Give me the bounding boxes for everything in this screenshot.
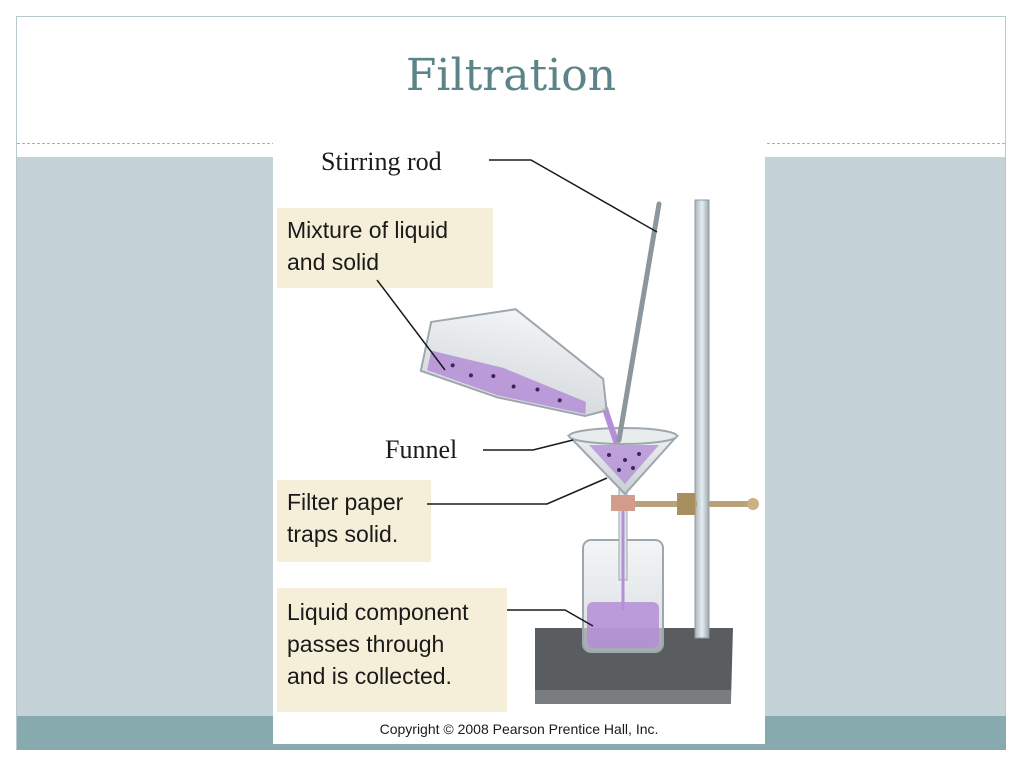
stand-pole (694, 199, 710, 639)
stand-base-edge (535, 690, 731, 704)
funnel-collar (611, 495, 635, 511)
callout-filter (427, 477, 608, 505)
label-liquid-line1: Liquid component (287, 599, 469, 625)
background-band-right (765, 157, 1005, 717)
copyright: Copyright © 2008 Pearson Prentice Hall, … (380, 721, 659, 737)
label-stirring-rod: Stirring rod (321, 147, 442, 176)
callout-liquid (507, 609, 594, 627)
label-filter-line1: Filter paper (287, 489, 404, 515)
filtration-diagram: Stirring rod Mixture of liquid and solid… (277, 147, 759, 737)
callout-mixture (376, 279, 446, 371)
label-mixture-line1: Mixture of liquid (287, 217, 448, 243)
clamp-block (677, 493, 695, 515)
label-box-liquid (277, 588, 507, 712)
slide-title: Filtration (405, 50, 617, 101)
stirring-rod (616, 201, 662, 443)
label-box-filter (277, 480, 431, 562)
clamp-arm (623, 501, 697, 507)
filtration-figure: Stirring rod Mixture of liquid and solid… (273, 140, 765, 744)
label-funnel: Funnel (385, 435, 457, 464)
label-liquid-line2: passes through (287, 631, 444, 657)
flask-mixture (427, 350, 586, 415)
clamp-knob (747, 498, 759, 510)
clamp-screw (709, 501, 749, 507)
callout-funnel (483, 439, 574, 451)
label-box-mixture (277, 208, 493, 288)
funnel-contents (589, 445, 659, 484)
label-mixture-line2: and solid (287, 249, 379, 275)
label-filter-line2: traps solid. (287, 521, 398, 547)
beaker-liquid (587, 602, 659, 648)
background-band-left (17, 157, 273, 717)
label-liquid-line3: and is collected. (287, 663, 452, 689)
flask (419, 308, 608, 418)
callout-stirring-rod (489, 159, 658, 233)
